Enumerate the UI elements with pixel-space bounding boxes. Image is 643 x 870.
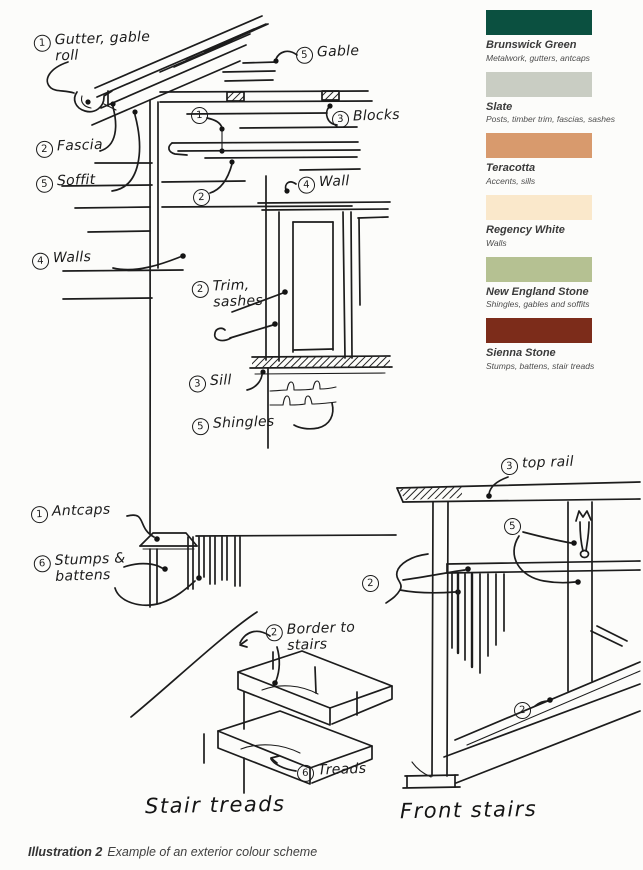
colour-uses: Accents, sills [486,176,536,187]
circled-number: 5 [503,517,522,536]
label-text: Shingles [212,413,275,432]
stumps-drawing [114,514,397,718]
label-soffit: 5 Soffit [35,171,96,194]
legend-item: New England Stone Shingles, gables and s… [486,256,616,311]
label-border-to-stairs: 2 Border to stairs [265,619,356,654]
label-text: Blocks [352,106,401,125]
colour-uses: Shingles, gables and soffits [486,299,590,310]
circled-number: 2 [35,140,54,159]
label-fascia-marker: 2 [192,188,211,207]
colour-uses: Walls [486,237,507,248]
label-wall: 4 Wall [297,173,350,194]
colour-swatch [486,10,592,35]
gable-drawing [159,50,373,208]
label-text: Trim, sashes [212,277,264,311]
label-top-rail: 3 top rail [500,453,575,476]
legend-item: Slate Posts, timber trim, fascias, sashe… [486,71,616,126]
circled-number: 3 [331,110,350,129]
figure-caption: Illustration 2 Example of an exterior col… [28,845,317,859]
label-text: Soffit [56,171,96,190]
colour-uses: Metalwork, gutters, antcaps [486,52,590,63]
figure-caption-text: Example of an exterior colour scheme [107,845,318,859]
colour-swatch [486,71,592,97]
circled-number: 3 [500,457,519,476]
window-drawing [213,175,393,449]
label-text: Gable [316,42,360,61]
circled-number: 1 [30,505,49,524]
eave-detail-drawing [46,15,269,192]
stair-treads-drawing [203,630,393,794]
legend-item: Regency White Walls [486,195,616,249]
label-text: Stumps & battens [54,550,126,585]
label-shingles: 5 Shingles [191,413,275,436]
circled-number: 4 [297,176,316,194]
label-text: Treads [317,760,367,779]
circled-number: 1 [190,106,209,125]
caption-front-stairs: Front stairs [399,796,538,824]
label-text: Wall [318,173,350,191]
circled-number: 3 [188,375,207,393]
front-stairs-drawing [385,476,641,789]
label-walls: 4 Walls [31,248,92,271]
circled-number: 2 [191,280,210,299]
colour-name: Regency White [486,224,565,237]
label-antcaps: 1 Antcaps [30,501,111,524]
circled-number: 5 [35,175,54,194]
caption-stair-treads: Stair treads [144,791,286,819]
colour-name: New England Stone [486,285,589,298]
label-text: Gutter, gable roll [54,28,151,64]
label-stumps-battens: 6 Stumps & battens [33,550,126,586]
colour-swatch [486,133,592,159]
label-stringer-marker: 2 [513,701,532,720]
colour-swatch [486,318,592,344]
colour-uses: Posts, timber trim, fascias, sashes [486,114,615,125]
colour-swatch [486,195,592,221]
label-text: Antcaps [51,501,111,520]
label-trim-sashes: 2 Trim, sashes [191,277,264,312]
circled-number: 2 [265,623,284,642]
figure-caption-label: Illustration 2 [28,845,103,859]
colour-swatch [486,256,592,282]
label-text: Walls [52,248,92,267]
label-text: Sill [209,372,232,390]
circled-number: 1 [33,34,52,53]
label-sill: 3 Sill [188,372,232,393]
label-text: top rail [521,453,575,472]
label-baluster-marker: 5 [503,517,522,536]
label-treads: 6 Treads [296,760,367,783]
label-gable-roll-marker: 1 [190,106,209,125]
colour-name: Teracotta [486,162,536,175]
label-blocks: 3 Blocks [331,106,401,129]
circled-number: 6 [33,555,52,573]
label-handrail-marker: 2 [361,574,380,593]
circled-number: 2 [513,701,532,720]
circled-number: 6 [296,764,315,783]
wall-corner-drawing [61,99,186,535]
legend-item: Brunswick Green Metalwork, gutters, antc… [486,10,616,64]
circled-number: 5 [191,417,210,436]
label-gable: 5 Gable [295,42,360,65]
label-gutter-gable-roll: 1 Gutter, gable roll [33,28,151,65]
colour-name: Brunswick Green [486,39,577,51]
colour-name: Slate [486,100,513,113]
colour-name: Sienna Stone [486,347,556,360]
circled-number: 2 [361,574,380,593]
label-text: Border to stairs [286,619,356,654]
colour-uses: Stumps, battens, stair treads [486,361,595,372]
legend-item: Teracotta Accents, sills [486,133,616,187]
legend-item: Sienna Stone Stumps, battens, stair trea… [486,318,616,372]
colour-legend: Brunswick Green Metalwork, gutters, antc… [486,10,616,380]
circled-number: 4 [31,252,50,271]
circled-number: 5 [295,46,314,65]
label-fascia: 2 Fascia [35,136,104,159]
circled-number: 2 [192,188,211,207]
label-text: Fascia [56,136,104,155]
